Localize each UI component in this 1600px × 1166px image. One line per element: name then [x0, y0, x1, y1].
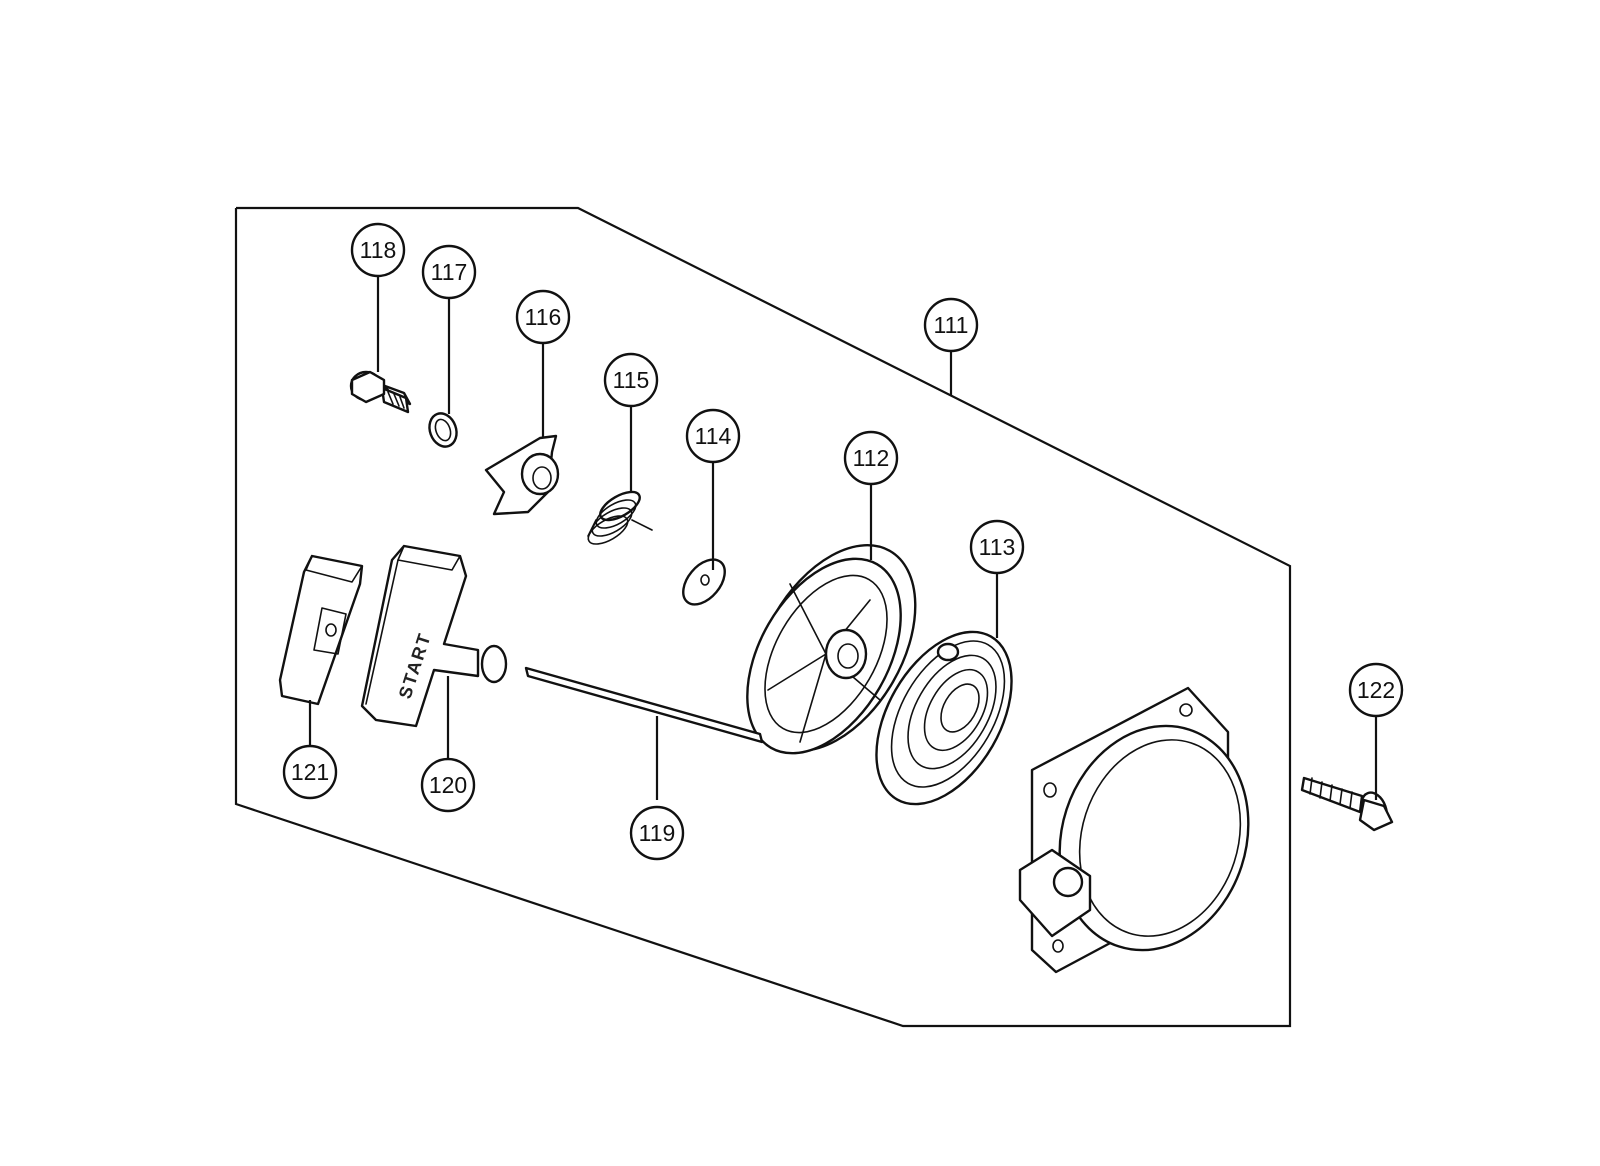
callout-122: 122: [1348, 662, 1404, 718]
part-118-bolt: [349, 370, 412, 414]
callout-115: 115: [603, 352, 659, 408]
svg-text:112: 112: [853, 445, 890, 471]
part-121-handle-cover: [278, 554, 364, 706]
part-114-washer: [682, 558, 726, 606]
callout-112: 112: [843, 430, 899, 486]
callout-118: 118: [350, 222, 406, 278]
svg-text:121: 121: [291, 759, 329, 785]
svg-text:113: 113: [979, 534, 1016, 560]
svg-text:111: 111: [934, 312, 969, 338]
callout-114: 114: [685, 408, 741, 464]
part-122-screw: [1300, 776, 1394, 832]
part-117-washer: [428, 412, 458, 448]
svg-text:119: 119: [639, 820, 676, 846]
assembly-boundary: [234, 206, 1292, 1028]
callout-111: 111: [923, 297, 979, 353]
part-120-start-handle: START: [360, 544, 508, 728]
svg-text:120: 120: [429, 772, 467, 798]
callout-120: 120: [420, 757, 476, 813]
svg-text:118: 118: [360, 237, 397, 263]
part-113-recoil-spring: [875, 630, 1013, 806]
callout-119: 119: [629, 805, 685, 861]
svg-text:115: 115: [613, 367, 650, 393]
callout-117: 117: [421, 244, 477, 300]
part-119-rope: [524, 666, 764, 744]
part-111-housing: [1018, 686, 1250, 974]
svg-text:122: 122: [1357, 677, 1395, 703]
svg-text:117: 117: [431, 259, 468, 285]
callout-121: 121: [282, 744, 338, 800]
svg-text:116: 116: [525, 304, 562, 330]
callout-113: 113: [969, 519, 1025, 575]
part-115-spring: [587, 490, 653, 545]
part-112-pulley: [746, 544, 917, 755]
part-116-ratchet: [484, 434, 560, 516]
svg-text:114: 114: [695, 423, 732, 449]
callout-116: 116: [515, 289, 571, 345]
